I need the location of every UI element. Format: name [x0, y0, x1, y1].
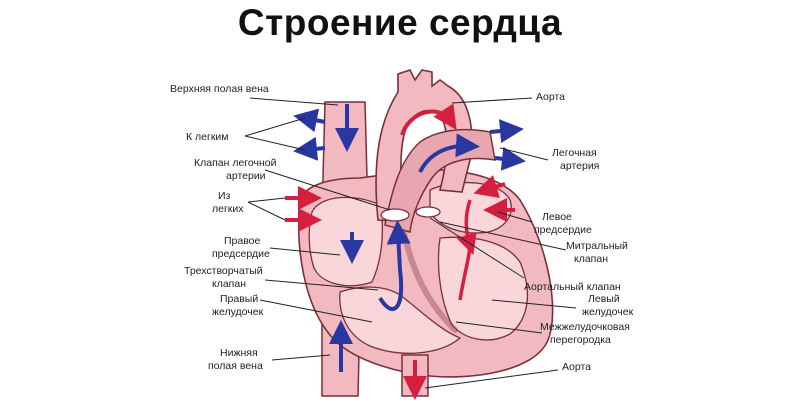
label-superior-vena-cava: Верхняя полая вена [170, 83, 269, 95]
pulmonary-valve [380, 208, 410, 222]
label-right-atrium-line2: предсердие [212, 248, 270, 260]
lv-flow-arrow [458, 244, 472, 301]
label-tricuspid-line1: Трехстворчатый [184, 265, 263, 277]
rv-flow-arrow [378, 220, 411, 311]
to-lungs-arrow-1 [293, 108, 326, 133]
label-inferior-vena-cava-line2: полая вена [208, 360, 263, 372]
label-pulmonary-artery-line2: артерия [560, 160, 599, 172]
label-right-ventricle-line2: желудочек [212, 306, 264, 318]
label-from-lungs-line2: легких [212, 203, 244, 215]
diagram-title: Строение сердца [237, 2, 563, 43]
label-mitral-line2: клапан [574, 253, 608, 265]
label-left-atrium-line1: Левое [542, 211, 572, 223]
leader-lines [244, 97, 577, 389]
label-inferior-vena-cava-line1: Нижняя [220, 347, 258, 359]
left-ventricle [437, 236, 529, 341]
from-lungs-arrow-3 [473, 175, 506, 199]
label-pulmonary-valve-line1: Клапан легочной [194, 157, 277, 169]
label-left-atrium-line2: предсердие [534, 224, 592, 236]
aortic-valve [415, 206, 441, 218]
label-left-ventricle-line1: Левый [588, 293, 620, 305]
label-left-ventricle-line2: желудочек [582, 306, 634, 318]
la-flow-arrow [456, 199, 477, 255]
right-ventricle [339, 286, 462, 354]
aorta-flow-arrow [400, 103, 457, 136]
label-aorta-bottom: Аорта [562, 361, 591, 373]
label-tricuspid-line2: клапан [212, 278, 246, 290]
label-right-atrium-line1: Правое [224, 235, 261, 247]
label-right-ventricle-line1: Правый [220, 293, 258, 305]
label-septum-line1: Межжелудочковая [540, 321, 630, 333]
label-aorta-top: Аорта [536, 91, 565, 103]
label-from-lungs-line1: Из [218, 190, 231, 202]
to-lungs-arrow-2 [293, 136, 326, 161]
label-aortic-valve: Аортальный клапан [524, 281, 621, 293]
right-atrium [308, 196, 384, 287]
label-mitral-line1: Митральный [566, 240, 628, 252]
label-pulmonary-artery-line1: Легочная [552, 147, 597, 159]
label-pulmonary-valve-line2: артерии [226, 170, 266, 182]
label-septum-line2: перегородка [550, 334, 611, 346]
label-to-lungs: К легким [186, 131, 229, 143]
to-lungs-arrow-4 [494, 146, 526, 171]
pulmonary-flow-arrow [418, 133, 480, 173]
to-lungs-arrow-3 [489, 119, 524, 144]
